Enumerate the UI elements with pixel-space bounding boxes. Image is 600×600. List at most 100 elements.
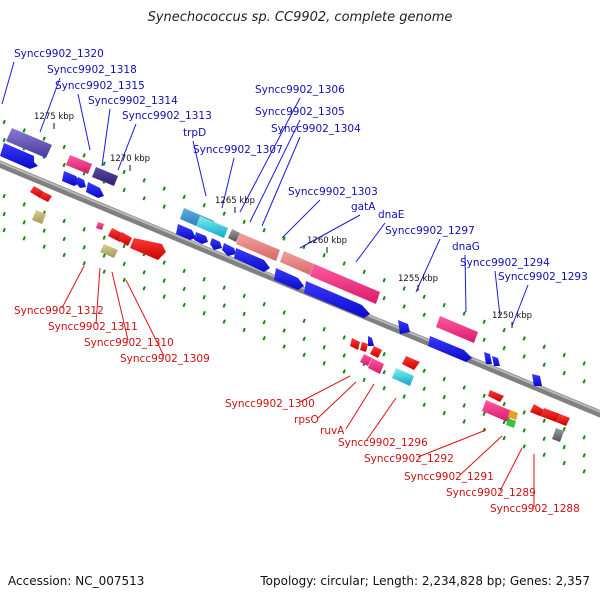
ruler-dot (202, 277, 206, 282)
gene-block[interactable] (368, 358, 384, 374)
gene-block[interactable] (92, 167, 118, 186)
gene-arrow-bottom[interactable] (130, 238, 166, 260)
gene-label-bottom[interactable]: Syncc9902_1309 (120, 353, 210, 365)
gene-block[interactable] (6, 128, 52, 158)
gene-arrow-top[interactable] (398, 320, 410, 334)
gene-label-top[interactable]: Syncc9902_1294 (460, 257, 550, 269)
gene-label-top[interactable]: Syncc9902_1307 (193, 144, 283, 156)
gene-arrow-top[interactable] (492, 356, 500, 366)
gene-label-top[interactable]: Syncc9902_1293 (498, 271, 588, 283)
gene-arrow-top[interactable] (194, 232, 208, 244)
gene-arrow-top[interactable] (484, 352, 492, 364)
gene-arrow-bottom[interactable] (360, 342, 368, 352)
gene-label-top[interactable]: Syncc9902_1315 (55, 80, 145, 92)
gene-block[interactable] (552, 428, 564, 442)
gene-arrow-top[interactable] (234, 248, 270, 272)
gene-block[interactable] (32, 210, 46, 224)
gene-label-bottom[interactable]: Syncc9902_1310 (84, 337, 174, 349)
gene-label-top[interactable]: Syncc9902_1305 (255, 106, 345, 118)
ruler-dot (422, 312, 426, 318)
gene-arrow-bottom[interactable] (556, 414, 570, 426)
gene-arrow-bottom[interactable] (488, 390, 504, 402)
leader-line (299, 375, 351, 403)
leader-line (125, 279, 165, 357)
gene-label-top[interactable]: Syncc9902_1314 (88, 95, 178, 107)
ruler-dot (2, 193, 6, 199)
gene-block[interactable] (506, 418, 516, 428)
gene-block[interactable] (100, 244, 118, 258)
gene-arrow-top[interactable] (428, 336, 472, 362)
gene-label-top[interactable]: Syncc9902_1313 (122, 110, 212, 122)
gene-label-top[interactable]: dnaG (452, 241, 480, 253)
ruler-dot (102, 253, 106, 258)
ruler-dot (142, 270, 146, 275)
gene-arrow-bottom[interactable] (402, 356, 420, 370)
gene-block[interactable] (392, 368, 414, 386)
leader-line (459, 435, 503, 476)
ruler-dot (182, 286, 186, 292)
gene-arrow-bottom[interactable] (540, 408, 560, 422)
gene-arrow-bottom[interactable] (370, 346, 382, 358)
ruler-dot (562, 352, 566, 358)
gene-label-bottom[interactable]: rpsO (294, 414, 319, 426)
gene-label-bottom[interactable]: ruvA (320, 425, 345, 437)
gene-block[interactable] (482, 400, 512, 422)
gene-block[interactable] (196, 216, 228, 238)
gene-label-bottom[interactable]: Syncc9902_1296 (338, 437, 428, 449)
gene-block[interactable] (228, 229, 240, 242)
gene-block[interactable] (66, 155, 92, 174)
ruler-dot (582, 379, 586, 384)
gene-label-bottom[interactable]: Syncc9902_1292 (364, 453, 454, 465)
ruler-dot (482, 337, 486, 343)
ruler-dot (342, 261, 346, 266)
gene-arrow-top[interactable] (62, 171, 80, 186)
gene-label-bottom[interactable]: Syncc9902_1291 (404, 471, 494, 483)
gene-arrow-bottom[interactable] (30, 186, 44, 198)
gene-arrow-top[interactable] (176, 224, 196, 240)
gene-block[interactable] (236, 233, 280, 261)
gene-arrow-top[interactable] (210, 238, 222, 250)
gene-arrow-bottom[interactable] (40, 192, 52, 202)
gene-arrow-top[interactable] (274, 268, 304, 290)
ruler-dot (542, 452, 546, 457)
gene-arrow-bottom[interactable] (118, 232, 132, 246)
gene-arrow-top[interactable] (368, 336, 374, 346)
gene-block[interactable] (96, 222, 104, 230)
gene-arrow-top[interactable] (0, 143, 38, 169)
gene-label-bottom[interactable]: Syncc9902_1300 (225, 398, 315, 410)
gene-label-top[interactable]: Syncc9902_1306 (255, 84, 345, 96)
gene-label-top[interactable]: Syncc9902_1297 (385, 225, 475, 237)
ruler-dot (82, 153, 86, 158)
gene-block[interactable] (508, 410, 518, 420)
gene-label-top[interactable]: gatA (351, 201, 376, 213)
ruler-dot (542, 418, 546, 423)
gene-arrow-top[interactable] (222, 243, 236, 256)
gene-label-top[interactable]: Syncc9902_1320 (14, 48, 104, 60)
gene-label-top[interactable]: trpD (183, 127, 206, 139)
gene-label-bottom[interactable]: Syncc9902_1288 (490, 503, 580, 515)
gene-arrow-top[interactable] (76, 177, 86, 188)
gene-label-top[interactable]: Syncc9902_1318 (47, 64, 137, 76)
ruler-dot (462, 419, 466, 424)
gene-label-top[interactable]: dnaE (378, 209, 404, 221)
ruler-dot (102, 235, 106, 240)
ruler-dot (562, 444, 566, 450)
gene-label-bottom[interactable]: Syncc9902_1311 (48, 321, 138, 333)
gene-label-top[interactable]: Syncc9902_1303 (288, 186, 378, 198)
gene-arrow-top[interactable] (86, 182, 104, 198)
gene-block[interactable] (360, 354, 372, 366)
gene-block[interactable] (436, 316, 478, 343)
gene-label-top[interactable]: Syncc9902_1304 (271, 123, 361, 135)
leader-line (415, 238, 441, 293)
gene-label-bottom[interactable]: Syncc9902_1312 (14, 305, 104, 317)
gene-arrow-top[interactable] (304, 281, 370, 318)
kbp-tick-label: 1255 kbp (398, 274, 438, 284)
ruler-dot (542, 362, 546, 367)
gene-arrow-top[interactable] (532, 374, 542, 386)
gene-block[interactable] (310, 264, 380, 304)
gene-block[interactable] (280, 251, 314, 275)
gene-arrow-bottom[interactable] (530, 404, 544, 416)
gene-arrow-bottom[interactable] (350, 338, 360, 350)
ruler-dot (2, 119, 6, 125)
gene-label-bottom[interactable]: Syncc9902_1289 (446, 487, 536, 499)
